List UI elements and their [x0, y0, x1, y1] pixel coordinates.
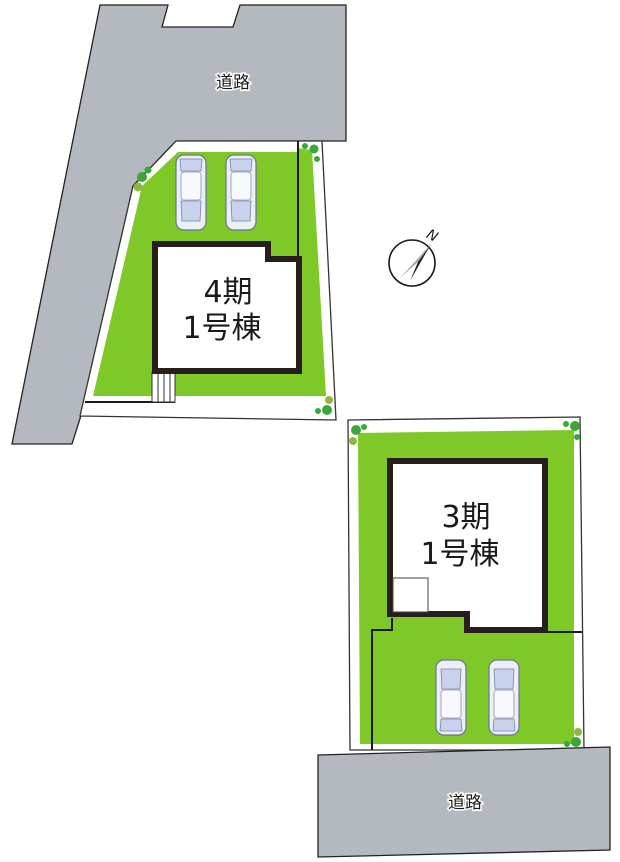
building-phase3-house1: 3期 1号棟 — [387, 458, 548, 633]
parking-car — [225, 154, 257, 231]
shrub-icon — [133, 143, 333, 415]
entry-steps — [151, 371, 176, 403]
north-arrow-icon: N — [388, 226, 441, 287]
road-north-label: 道路 — [216, 73, 250, 93]
parking-car — [175, 154, 207, 231]
shrub-icon — [349, 421, 582, 747]
building-label-line1: 3期 — [441, 500, 490, 535]
lot-phase3: 3期 1号棟 — [347, 416, 585, 751]
parking-car — [435, 659, 467, 736]
building-label-line2: 1号棟 — [420, 537, 499, 572]
building-label-line2: 1号棟 — [182, 311, 261, 346]
building-label-line1: 4期 — [203, 275, 252, 310]
lot-phase4: 4期 1号棟 — [79, 140, 337, 421]
road-north: 道路 — [11, 4, 347, 445]
north-label: N — [424, 226, 441, 245]
road-south: 道路 — [317, 746, 611, 858]
road-south-label: 道路 — [448, 793, 482, 813]
parking-car — [488, 659, 520, 736]
building-phase4-house1: 4期 1号棟 — [152, 241, 302, 374]
